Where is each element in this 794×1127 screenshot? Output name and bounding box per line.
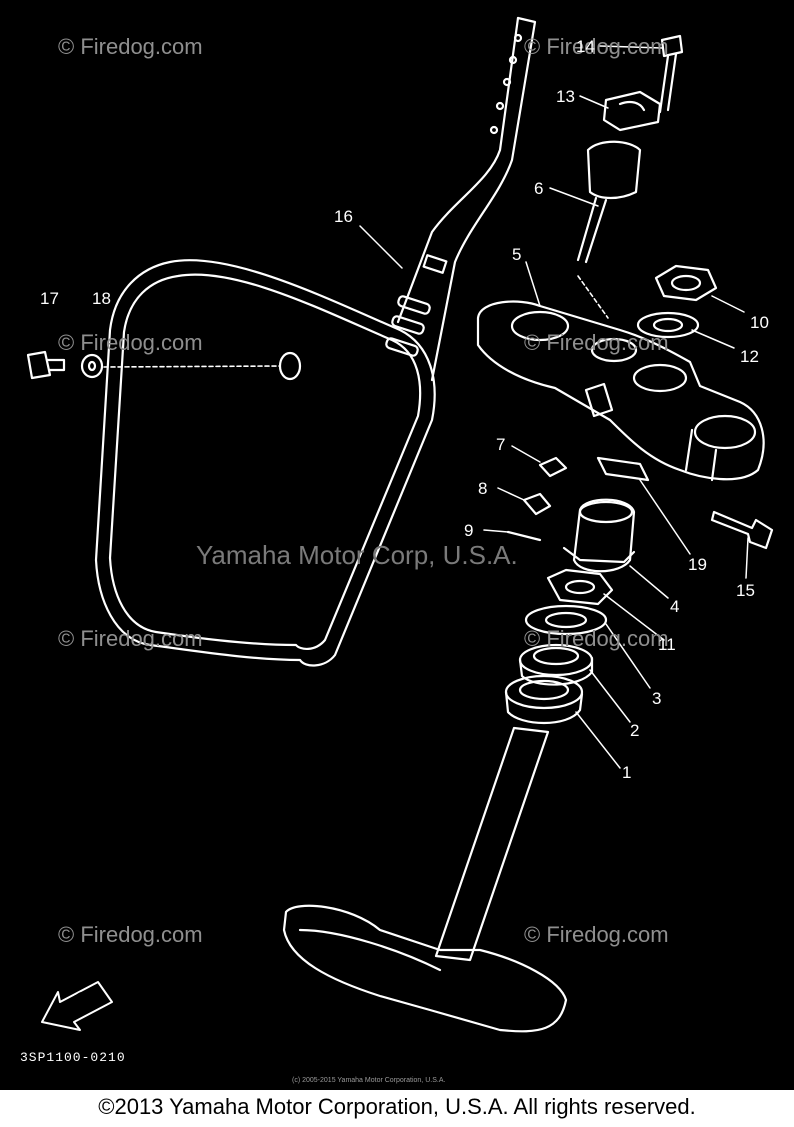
small-copyright: (c) 2005-2015 Yamaha Motor Corporation, … <box>292 1077 446 1084</box>
part-label-19[interactable]: 19 <box>688 555 707 574</box>
part-label-18[interactable]: 18 <box>92 289 111 308</box>
nut-10-drawing <box>654 264 718 302</box>
bearing-1-drawing <box>504 674 584 725</box>
lock-parts-drawing <box>506 382 650 542</box>
part-label-15[interactable]: 15 <box>736 581 755 600</box>
upper-bracket-5-drawing <box>476 300 765 482</box>
watermark-firedog: © Firedog.com <box>58 34 203 59</box>
part-label-13[interactable]: 13 <box>556 87 575 106</box>
part-label-9[interactable]: 9 <box>464 521 474 540</box>
watermark-yamaha: Yamaha Motor Corp, U.S.A. <box>196 540 518 570</box>
part-label-2[interactable]: 2 <box>630 721 640 740</box>
exploded-view-drawing <box>26 16 774 1033</box>
washer-18-drawing <box>80 353 104 379</box>
part-label-16[interactable]: 16 <box>334 207 353 226</box>
watermark-firedog: © Firedog.com <box>524 626 669 651</box>
number-plate <box>94 16 537 667</box>
handlebar-post-6-drawing <box>576 140 642 264</box>
ring-nut-4-drawing <box>562 498 636 573</box>
watermark-firedog: © Firedog.com <box>58 922 203 947</box>
bolt-15-drawing <box>710 510 774 550</box>
bolt-17-drawing <box>26 350 66 380</box>
watermark-firedog: © Firedog.com <box>58 330 203 355</box>
watermark-firedog: © Firedog.com <box>524 330 669 355</box>
holder-13-drawing <box>602 90 662 132</box>
part-label-7[interactable]: 7 <box>496 435 506 454</box>
footer-copyright: ©2013 Yamaha Motor Corporation, U.S.A. A… <box>98 1094 696 1119</box>
part-label-5[interactable]: 5 <box>512 245 522 264</box>
watermark-firedog: © Firedog.com <box>524 922 669 947</box>
part-label-4[interactable]: 4 <box>670 597 680 616</box>
part-label-1[interactable]: 1 <box>622 763 632 782</box>
parts-diagram-panel: © Firedog.com © Firedog.com © Firedog.co… <box>0 0 794 1090</box>
steering-stem-drawing <box>282 726 568 1033</box>
part-label-12[interactable]: 12 <box>740 347 759 366</box>
bearing-2-drawing <box>518 643 594 686</box>
diagram-code: 3SP1100-0210 <box>20 1050 126 1065</box>
cover-3-drawing <box>524 604 608 636</box>
watermark-firedog: © Firedog.com <box>524 34 669 59</box>
fwd-arrow <box>41 981 113 1031</box>
leader-lines <box>359 45 749 769</box>
bolt-14-drawing <box>658 34 684 114</box>
washer-12-drawing <box>636 311 700 339</box>
part-label-17[interactable]: 17 <box>40 289 59 308</box>
part-label-11[interactable]: 11 <box>658 635 676 654</box>
part-label-14[interactable]: 14 <box>576 37 595 56</box>
lock-washer-11-drawing <box>546 568 614 606</box>
part-label-8[interactable]: 8 <box>478 479 488 498</box>
part-label-3[interactable]: 3 <box>652 689 662 708</box>
watermark-firedog: © Firedog.com <box>58 626 203 651</box>
part-label-6[interactable]: 6 <box>534 179 544 198</box>
part-label-10[interactable]: 10 <box>750 313 769 332</box>
